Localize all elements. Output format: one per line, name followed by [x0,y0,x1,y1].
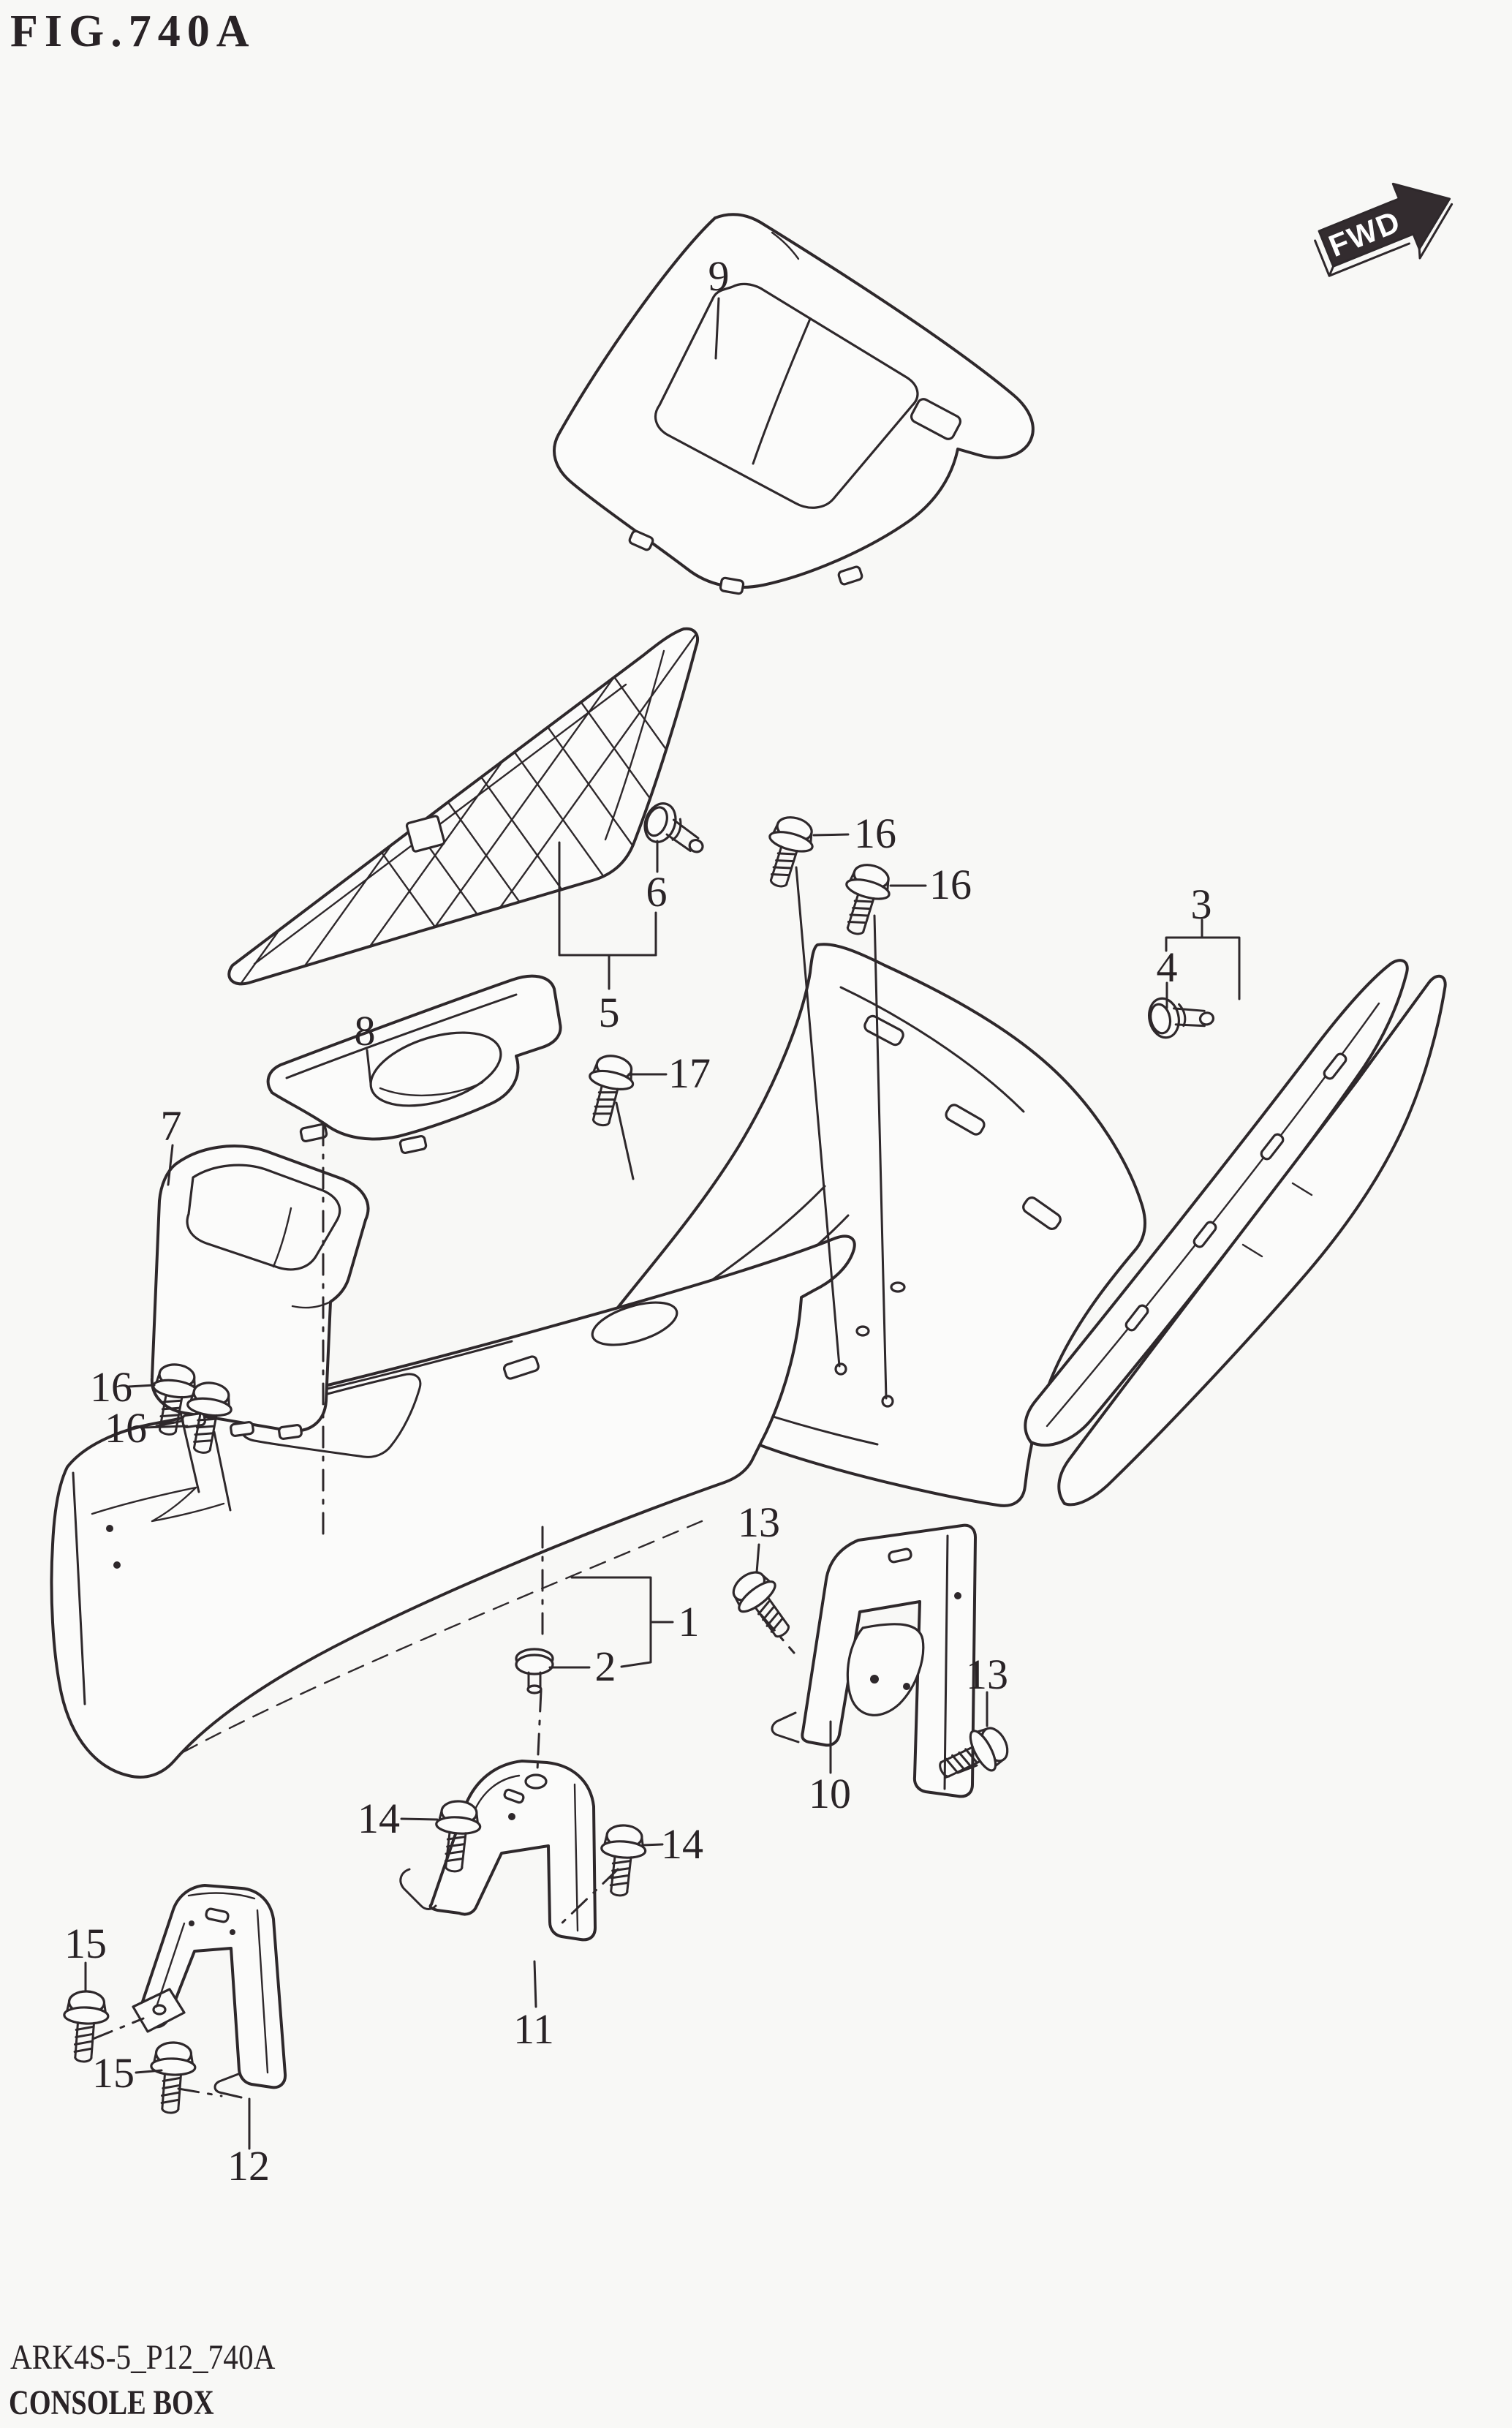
figure-title: FIG.740A [10,7,256,56]
callout-12: 12 [227,2142,270,2190]
clip-4-icon [1144,987,1217,1042]
screw-15-b-icon [148,2040,197,2115]
part-5-inner-side-panel [227,627,699,986]
callout-5: 5 [598,989,620,1036]
clip-2-icon [515,1648,554,1694]
screw-13-a-icon [723,1563,804,1648]
part-9-upper-panel [553,213,1035,595]
center-dash-lines [91,1123,978,2097]
callout-11: 11 [513,2005,554,2053]
callout-8: 8 [354,1007,376,1055]
callout-15-a: 15 [64,1920,107,1967]
callout-4: 4 [1156,943,1178,991]
callout-16-c: 16 [90,1363,132,1411]
callout-13-b: 13 [966,1651,1008,1698]
fwd-arrow: FWD [1314,182,1454,277]
part-8-console-tray [266,974,562,1155]
clip-6-icon [638,798,714,859]
footer-caption: CONSOLE BOX [9,2383,214,2422]
leader-lines [84,297,1241,2150]
screw-14-b-icon [597,1822,649,1899]
part-12-bracket [132,1884,287,2099]
callout-2: 2 [594,1643,616,1690]
part-10-bracket [771,1523,977,1798]
callout-9: 9 [708,252,730,300]
callout-1: 1 [678,1598,700,1645]
part-3-side-panel [1057,974,1447,1507]
callout-15-b: 15 [92,2049,135,2097]
callout-13-a: 13 [738,1498,780,1546]
callout-16-b: 16 [929,861,972,908]
part-side-carrier-panel [1024,959,1409,1447]
screw-16-a-icon [757,811,820,894]
callout-16-d: 16 [105,1404,147,1452]
callout-17: 17 [668,1049,711,1097]
callout-7: 7 [160,1102,182,1150]
part-11-bracket [399,1760,597,1942]
callout-16-a: 16 [854,810,896,857]
callout-6: 6 [646,868,668,916]
callout-3: 3 [1190,881,1212,928]
footer-figure-code: ARK4S-5_P12_740A [10,2338,276,2377]
screw-16-b-icon [834,859,897,941]
screw-17-icon [579,1050,639,1131]
callout-14-a: 14 [358,1795,400,1842]
callout-14-b: 14 [661,1820,703,1868]
callout-10: 10 [809,1770,851,1817]
